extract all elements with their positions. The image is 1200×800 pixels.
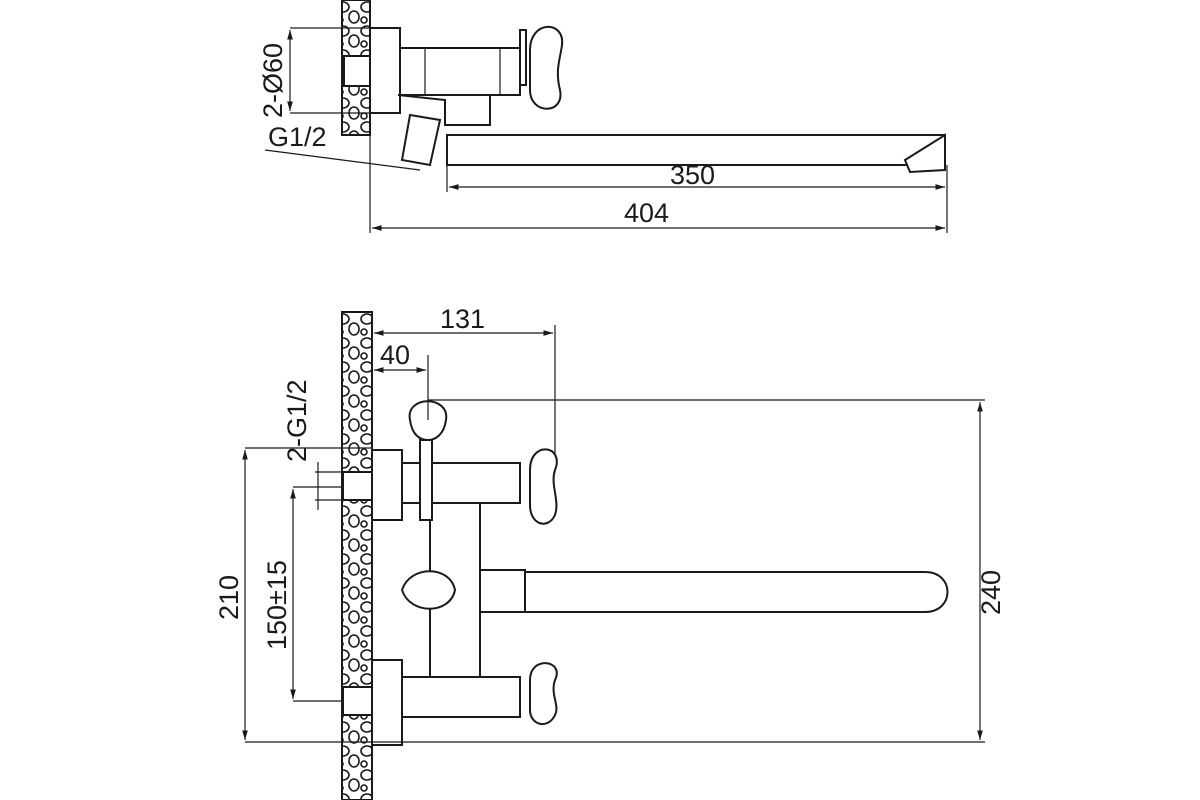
lower-handle <box>529 662 558 725</box>
upper-flange <box>371 449 403 521</box>
dim-holder-offset: 40 <box>380 340 410 370</box>
dim-height-210: 210 <box>214 575 244 620</box>
spout-base <box>479 569 526 613</box>
shower-outlet <box>400 113 442 167</box>
aerator <box>903 133 946 174</box>
flange <box>369 27 401 114</box>
dim-outlet-offset: 131 <box>440 304 485 334</box>
wall-section <box>341 311 373 800</box>
dim-thread: G1/2 <box>268 122 327 152</box>
dim-inlet-spacing: 150±15 <box>262 560 292 650</box>
shower-holder <box>408 400 448 442</box>
lower-flange <box>371 659 403 746</box>
upper-inlet <box>342 471 373 501</box>
handle-stem <box>519 29 527 86</box>
lower-inlet <box>342 686 373 716</box>
dim-overall-length: 404 <box>624 198 669 228</box>
spout <box>524 571 949 613</box>
upper-handle <box>529 448 558 525</box>
front-view: 131 40 2-G1/2 210 150±15 240 <box>214 304 1006 800</box>
dim-flange-diameter: 2-Ø60 <box>258 43 288 118</box>
mixer-body <box>399 47 521 96</box>
diverter <box>400 570 457 610</box>
top-view: 2-Ø60 G1/2 350 404 <box>258 0 948 233</box>
inlet-fitting <box>343 55 371 87</box>
dim-spout-length: 350 <box>670 160 715 190</box>
handle <box>529 25 564 110</box>
lower-valve <box>401 676 521 718</box>
holder-rod <box>419 439 433 521</box>
dim-inlet-thread: 2-G1/2 <box>282 379 312 462</box>
dim-height-240: 240 <box>976 570 1006 615</box>
diverter-block <box>397 94 491 126</box>
